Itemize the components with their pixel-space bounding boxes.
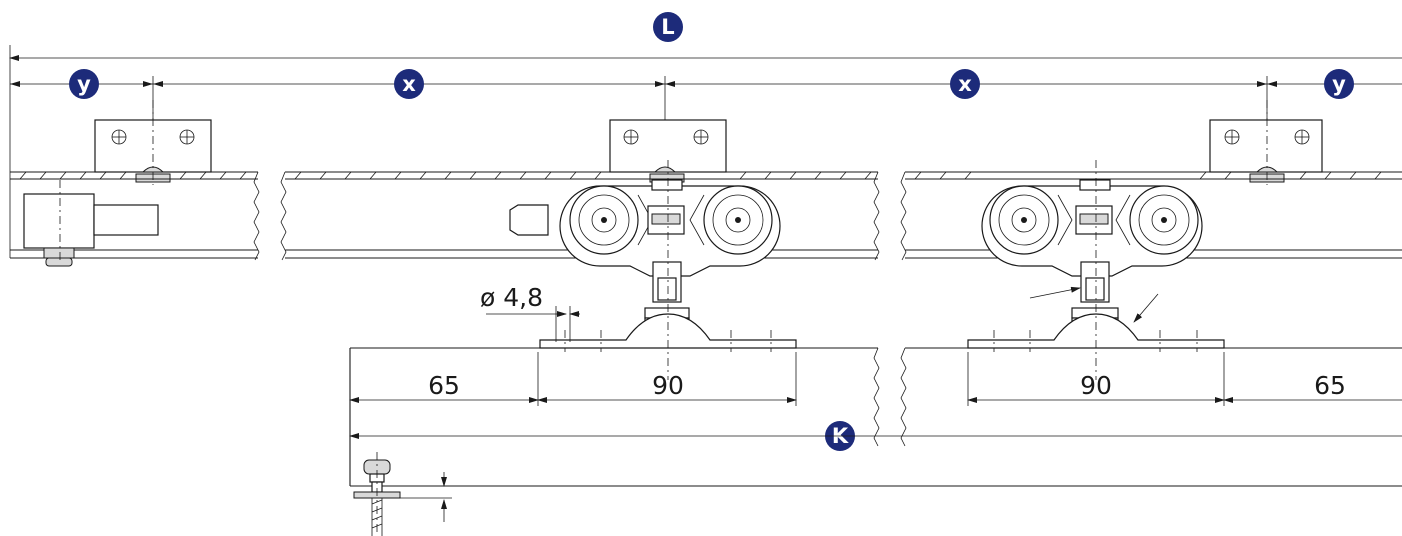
badge-y-left-text: y: [77, 72, 91, 96]
badge-L: L: [653, 12, 683, 42]
badge-x-left-text: x: [402, 72, 416, 96]
dimension-90-left: [537, 352, 797, 406]
badge-y-right: y: [1324, 69, 1354, 99]
dimension-65-left-label: 65: [428, 371, 460, 400]
bracket-center: [609, 119, 727, 183]
badge-x-right-text: x: [958, 72, 972, 96]
dimension-90-left-label: 90: [652, 371, 684, 400]
trolley-right: [967, 160, 1225, 380]
dimension-hole-leader: [486, 306, 580, 342]
badge-y-right-text: y: [1332, 72, 1346, 96]
end-stop-left: [23, 180, 159, 267]
hole-diameter-label: ø 4,8: [480, 283, 543, 312]
floor-guide-screw: [353, 452, 452, 536]
badge-L-text: L: [661, 15, 674, 39]
dimension-90-right-label: 90: [1080, 371, 1112, 400]
bracket-right: [1209, 100, 1323, 185]
dimension-L-line: [9, 45, 1402, 258]
badge-y-left: y: [69, 69, 99, 99]
badge-x-left: x: [394, 69, 424, 99]
dimension-65-right-label: 65: [1314, 371, 1346, 400]
trolley-center: [509, 160, 797, 380]
badge-x-right: x: [950, 69, 980, 99]
door-panel: [349, 347, 1402, 487]
track-segment-left: [10, 171, 260, 261]
dimension-xy-line: [10, 76, 1402, 120]
